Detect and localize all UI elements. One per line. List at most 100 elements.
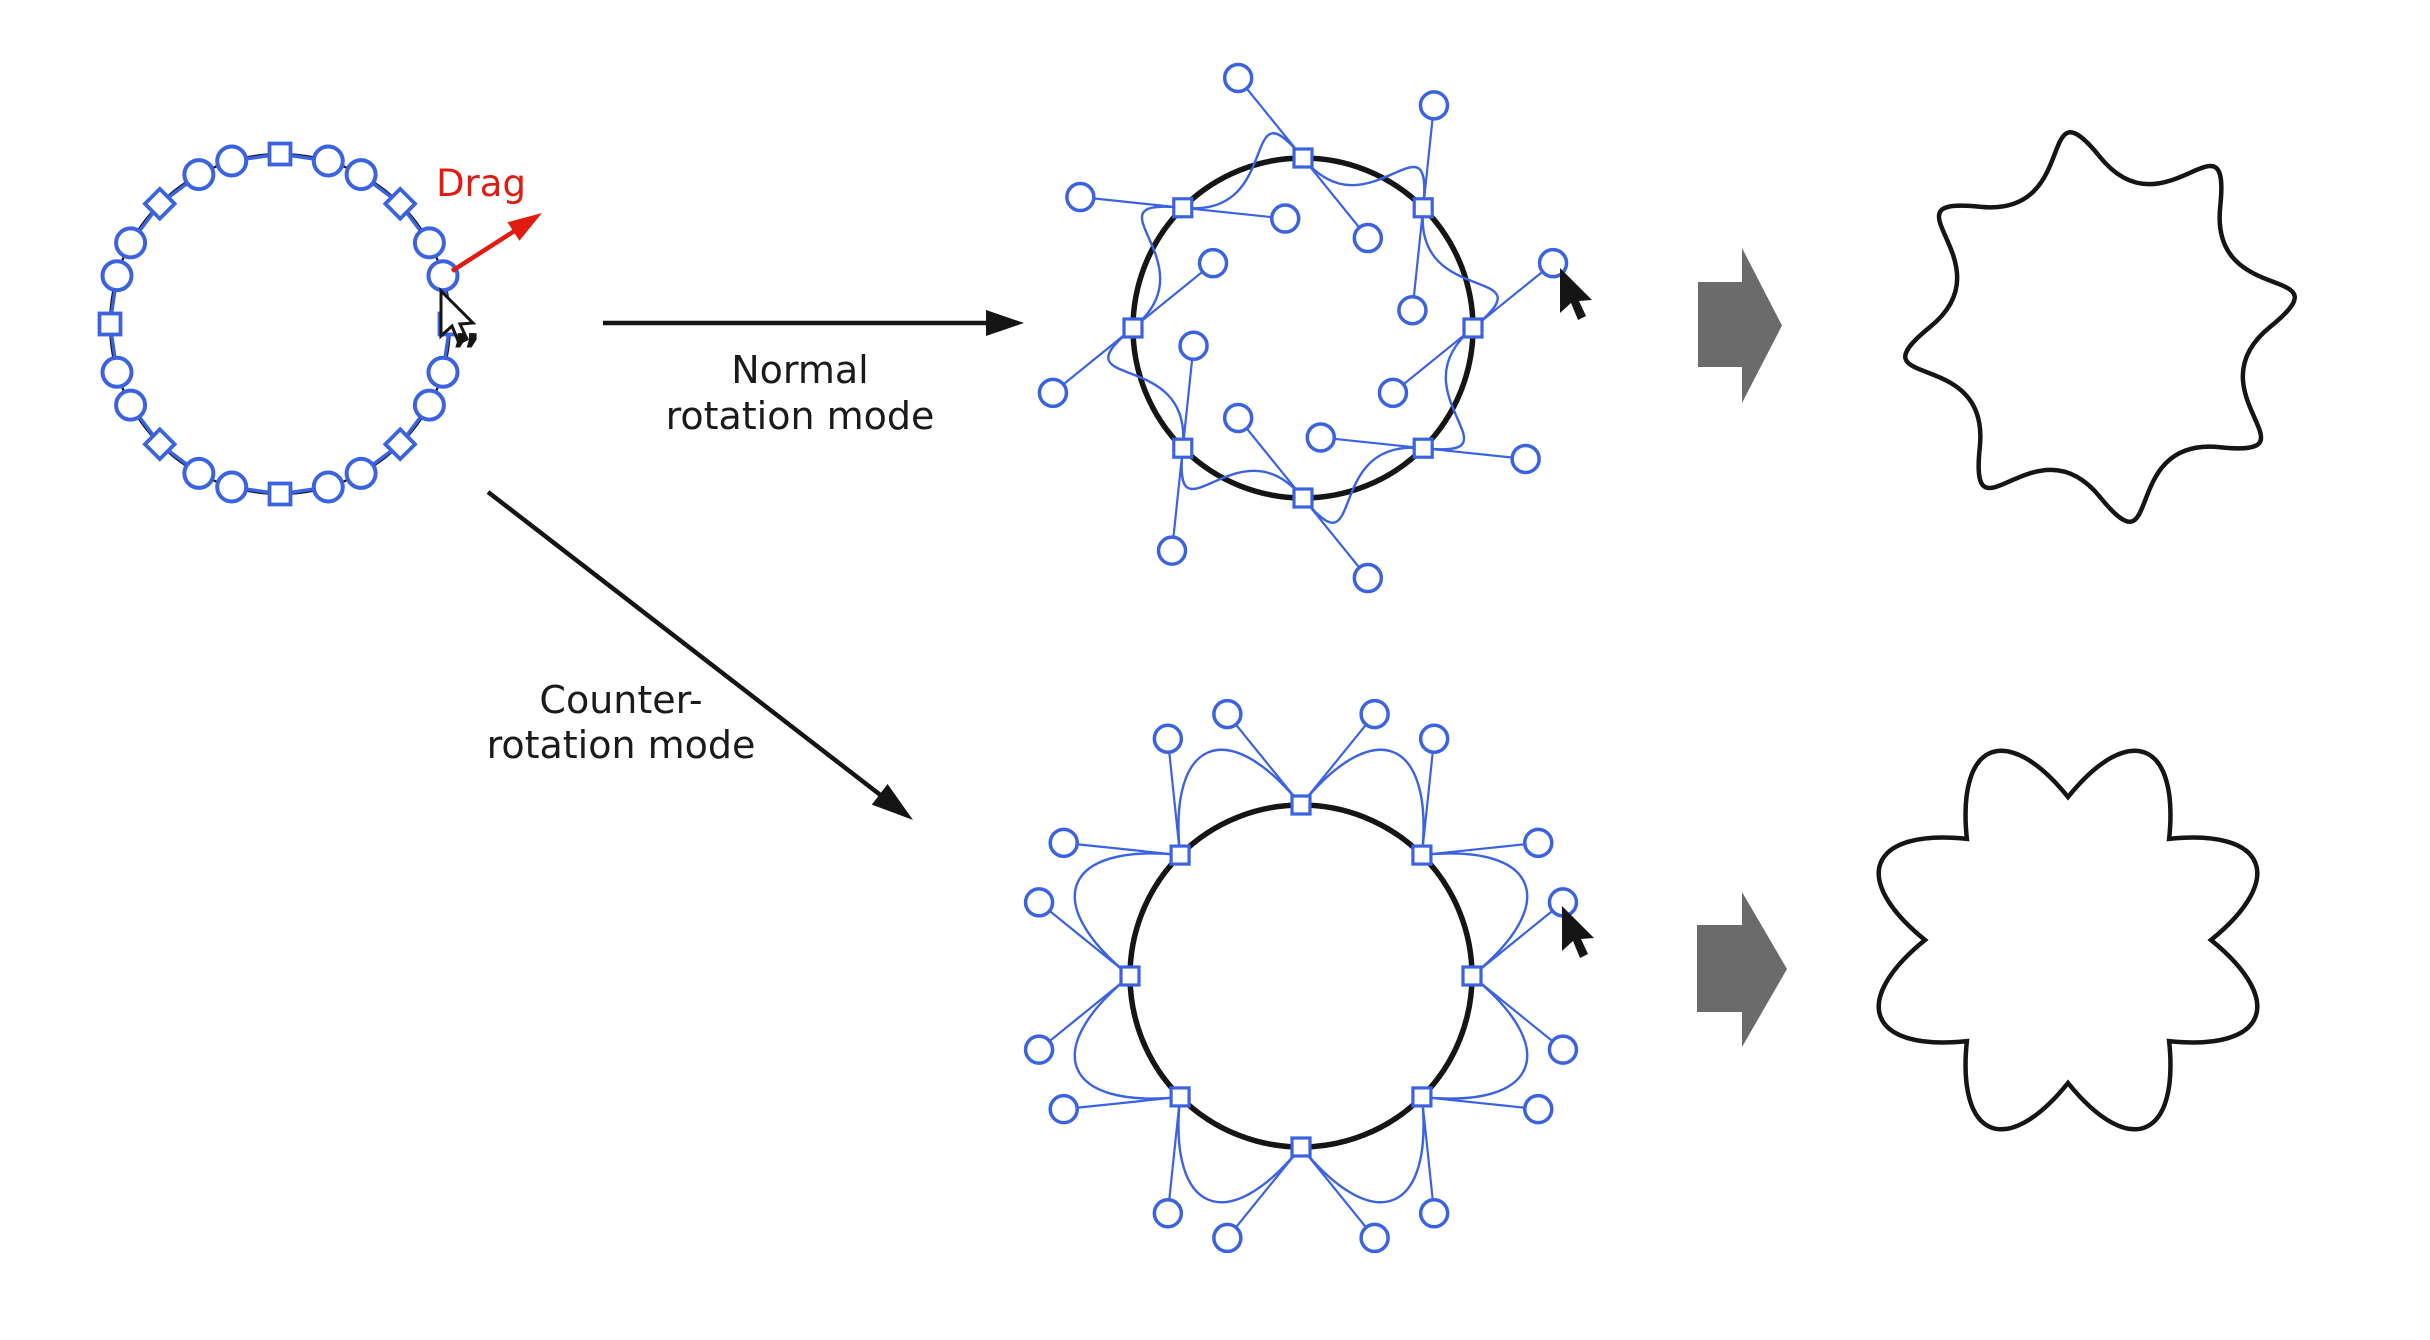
arrow-cursor-icon xyxy=(1560,268,1592,320)
block-arrow-right-icon xyxy=(1698,248,1782,403)
anchor-node-square[interactable] xyxy=(1292,147,1314,169)
handle-node-circle[interactable] xyxy=(1152,1198,1184,1229)
handle-node-circle[interactable] xyxy=(1418,723,1450,754)
anchor-node-square[interactable] xyxy=(1292,487,1314,509)
handle-line xyxy=(1038,901,1131,977)
handle-node-circle[interactable] xyxy=(1152,723,1184,754)
handle-node-circle[interactable] xyxy=(1418,90,1450,121)
red-drag-arrow-icon xyxy=(450,228,518,273)
counter-rotation-diagram xyxy=(1023,698,1579,1254)
handle-node-circle[interactable] xyxy=(114,388,148,422)
anchor-node-square[interactable] xyxy=(382,426,418,462)
anchor-node-square[interactable] xyxy=(1122,317,1144,339)
handle-node-circle[interactable] xyxy=(1222,62,1254,94)
edited-path-preview xyxy=(1073,748,1529,1204)
handle-node-circle[interactable] xyxy=(1222,402,1254,434)
handle-line xyxy=(1063,841,1181,857)
anchor-node-square[interactable] xyxy=(142,186,178,222)
handle-line xyxy=(1471,901,1564,977)
handle-node-circle[interactable] xyxy=(1037,377,1069,409)
right-flow-arrow-head xyxy=(986,310,1024,336)
handle-line xyxy=(1420,738,1436,856)
anchor-node-square[interactable] xyxy=(1169,1086,1191,1108)
handle-node-circle[interactable] xyxy=(1178,330,1209,362)
anchor-node-square[interactable] xyxy=(1462,317,1484,339)
handle-node-circle[interactable] xyxy=(100,355,134,389)
anchor-node-square[interactable] xyxy=(1412,437,1434,459)
handle-node-circle[interactable] xyxy=(1377,377,1409,409)
handle-node-circle[interactable] xyxy=(344,456,378,490)
handle-line xyxy=(1038,975,1131,1051)
handle-node-circle[interactable] xyxy=(182,456,216,490)
normal-mode-label-line2: rotation mode xyxy=(666,394,935,438)
anchor-node-square[interactable] xyxy=(1172,197,1194,219)
normal-mode-flow: Normal rotation mode xyxy=(603,310,1024,438)
handle-node-circle[interactable] xyxy=(1305,422,1337,453)
handle-node-circle[interactable] xyxy=(311,144,345,178)
handle-node-circle[interactable] xyxy=(1212,1222,1243,1254)
anchor-node-square[interactable] xyxy=(1119,965,1141,987)
anchor-node-square[interactable] xyxy=(1290,794,1312,816)
edited-path-preview xyxy=(1107,132,1499,524)
handle-node-circle[interactable] xyxy=(426,355,460,389)
anchor-node-square[interactable] xyxy=(1290,1136,1312,1158)
handle-line xyxy=(1226,713,1302,806)
anchor-node-square[interactable] xyxy=(382,186,418,222)
handle-line xyxy=(1300,1146,1376,1239)
anchor-node-square[interactable] xyxy=(1461,965,1483,987)
normal-rotation-diagram xyxy=(1037,62,1569,594)
handle-node-circle[interactable] xyxy=(1269,203,1301,234)
handle-node-circle[interactable] xyxy=(1156,535,1188,566)
handle-node-circle[interactable] xyxy=(1023,1034,1055,1065)
handle-node-circle[interactable] xyxy=(311,470,345,504)
handle-node-circle[interactable] xyxy=(1065,181,1096,213)
handle-line xyxy=(1063,1095,1181,1111)
anchor-node-square[interactable] xyxy=(1412,197,1434,219)
handle-node-circle[interactable] xyxy=(215,144,249,178)
handle-line xyxy=(1226,1146,1302,1239)
handle-node-circle[interactable] xyxy=(1523,1093,1554,1125)
anchor-node-square[interactable] xyxy=(1411,1086,1433,1108)
handle-node-circle[interactable] xyxy=(1523,827,1554,859)
diagonal-flow-arrow-icon xyxy=(486,490,885,799)
handle-node-circle[interactable] xyxy=(182,158,216,192)
handle-node-circle[interactable] xyxy=(1359,698,1390,730)
arrow-cursor-icon xyxy=(439,287,477,346)
drag-label: Drag xyxy=(436,162,526,205)
handle-node-circle[interactable] xyxy=(1023,887,1055,918)
handle-node-circle[interactable] xyxy=(100,259,134,293)
handle-node-circle[interactable] xyxy=(1397,294,1428,326)
handle-node-circle[interactable] xyxy=(426,259,460,293)
handle-node-circle[interactable] xyxy=(1359,1222,1390,1254)
anchor-node-square[interactable] xyxy=(1411,844,1433,866)
handle-node-circle[interactable] xyxy=(1048,1093,1079,1125)
handle-node-circle[interactable] xyxy=(1418,1198,1450,1229)
handle-node-circle[interactable] xyxy=(215,470,249,504)
handle-node-circle[interactable] xyxy=(1352,222,1384,254)
handle-node-circle[interactable] xyxy=(1197,247,1229,279)
handle-node-circle[interactable] xyxy=(1048,827,1079,859)
anchor-node-square[interactable] xyxy=(1169,844,1191,866)
handle-line xyxy=(1300,713,1376,806)
handle-node-circle[interactable] xyxy=(344,158,378,192)
diagonal-flow-arrow-head xyxy=(871,784,913,820)
block-arrow-right-icon xyxy=(1697,892,1787,1047)
normal-mode-label-line1: Normal xyxy=(731,348,869,392)
handle-node-circle[interactable] xyxy=(1510,443,1541,475)
handle-node-circle[interactable] xyxy=(1352,562,1384,594)
anchor-node-square[interactable] xyxy=(97,311,123,337)
handle-node-circle[interactable] xyxy=(1212,698,1243,730)
anchor-node-square[interactable] xyxy=(1172,437,1194,459)
anchor-node-square[interactable] xyxy=(267,481,293,507)
handle-node-circle[interactable] xyxy=(1547,1034,1579,1065)
handle-line xyxy=(1421,1095,1539,1111)
handle-node-circle[interactable] xyxy=(412,226,446,260)
handle-line xyxy=(1166,1096,1182,1214)
handle-node-circle[interactable] xyxy=(1537,247,1569,279)
anchor-node-square[interactable] xyxy=(267,141,293,167)
handle-node-circle[interactable] xyxy=(412,388,446,422)
anchor-node-square[interactable] xyxy=(142,426,178,462)
handle-node-circle[interactable] xyxy=(114,226,148,260)
node-cursor-marks-icon: „ xyxy=(452,299,482,353)
